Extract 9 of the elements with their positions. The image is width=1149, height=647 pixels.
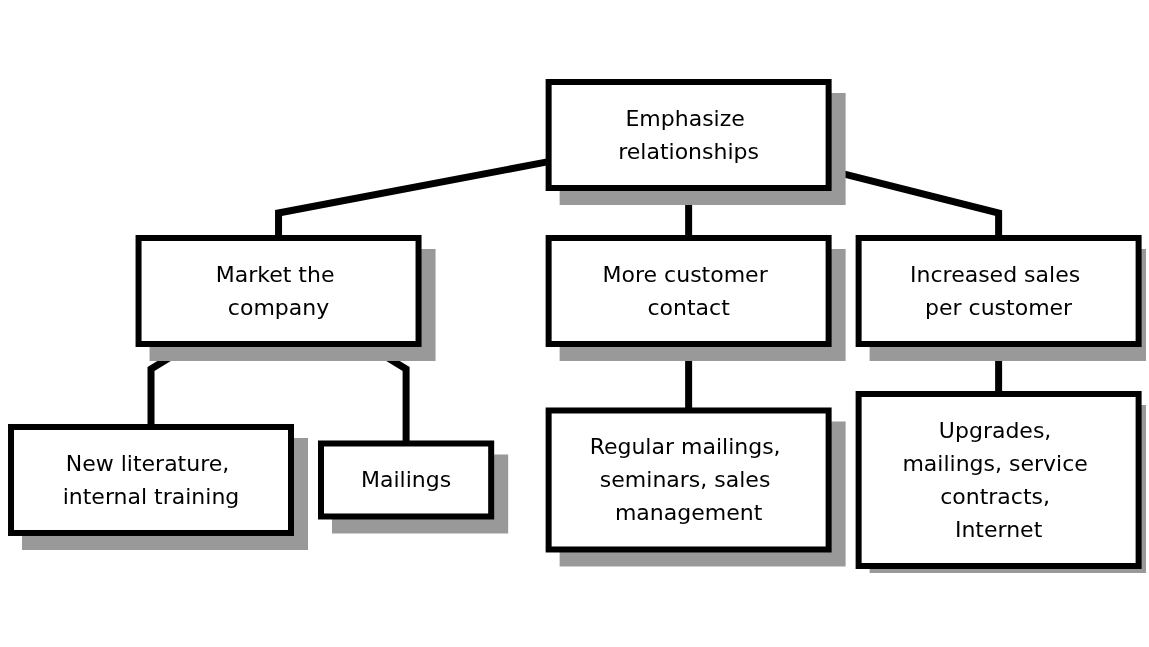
node-box: Market the company [135, 234, 422, 347]
node-box: New literature, internal training [7, 423, 294, 536]
node-box: Upgrades, mailings, service contracts, Internet [855, 390, 1142, 569]
node-box: Emphasize relationships [545, 78, 832, 191]
node-box: Regular mailings, seminars, sales management [545, 407, 832, 552]
node-box: Mailings [317, 440, 494, 519]
node-box: Increased sales per customer [855, 234, 1142, 347]
node-box: More customer contact [545, 234, 832, 347]
connector [274, 157, 549, 238]
